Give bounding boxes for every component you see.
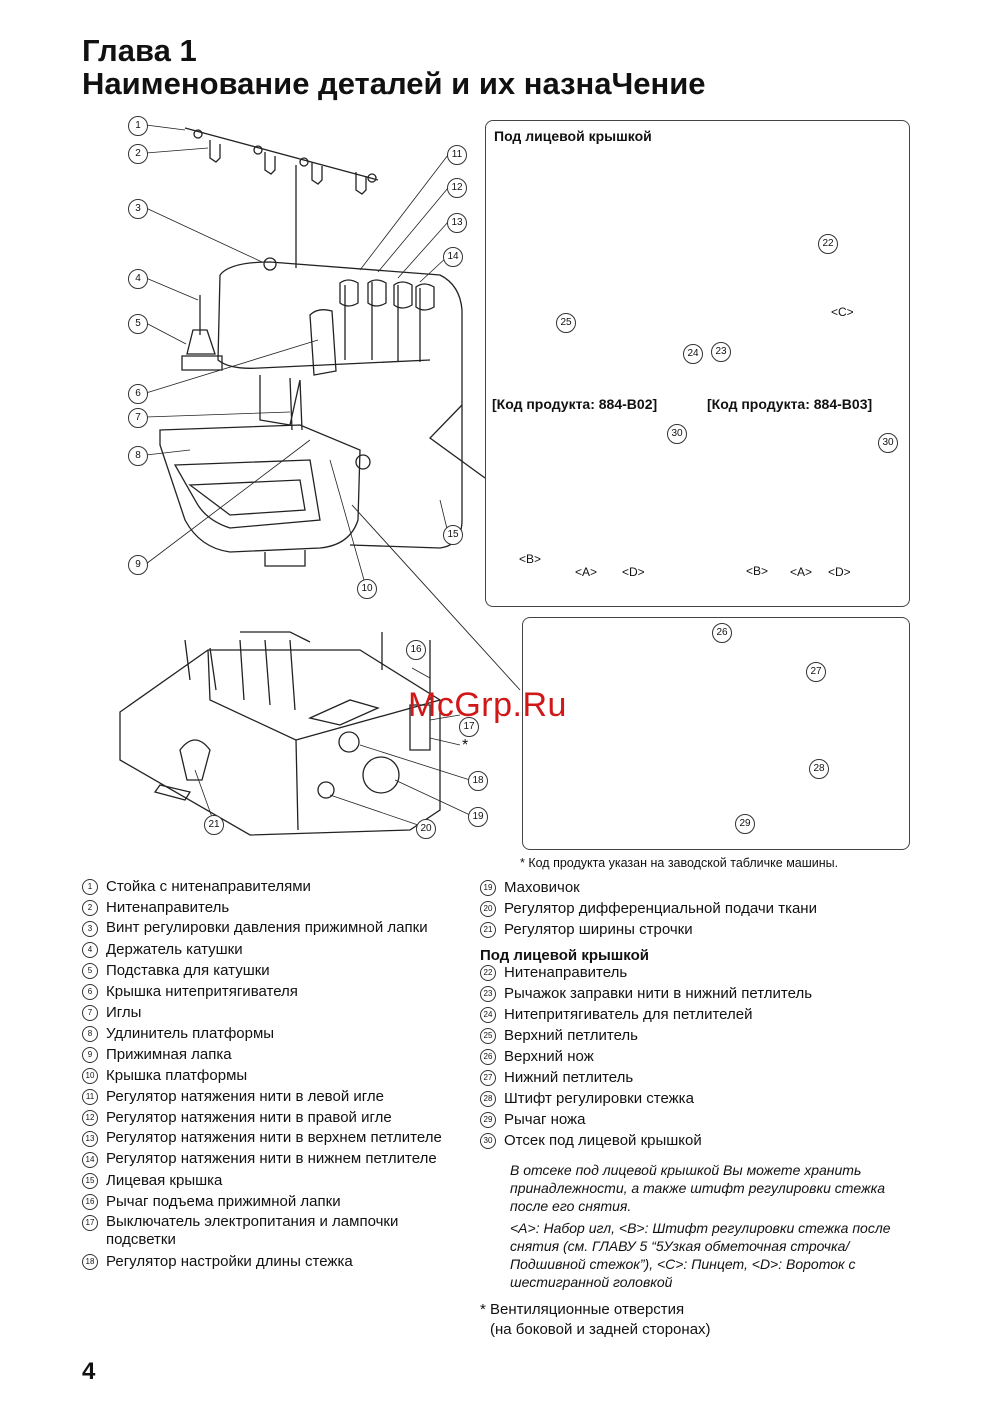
product-code-footnote: * Код продукта указан на заводской табли…	[520, 856, 839, 870]
under-cover-title: Под лицевой крышкой	[494, 128, 652, 144]
callout-17: 17	[459, 717, 479, 737]
product-code-b02: [Код продукта: 884-B02]	[492, 396, 658, 412]
accessories-legend-note: <A>: Набор игл, <B>: Штифт регулировки с…	[510, 1220, 891, 1290]
callout-27: 27	[806, 662, 826, 682]
label-c: <C>	[831, 305, 854, 319]
thread-stand-bar	[184, 127, 379, 181]
callout-7: 7	[128, 408, 148, 428]
under-cover-subheading: Под лицевой крышкой	[480, 947, 649, 964]
chapter-title: Глава 1 Наименование деталей и их назнаЧ…	[82, 34, 706, 100]
chapter-number: Глава 1	[82, 33, 197, 68]
callout-1: 1	[128, 116, 148, 136]
callout-16: 16	[406, 640, 426, 660]
callout-24: 24	[683, 344, 703, 364]
chapter-heading: Наименование деталей и их назнаЧение	[82, 66, 706, 101]
under-cover-panel	[485, 120, 910, 607]
callout-5: 5	[128, 314, 148, 334]
callout-2: 2	[128, 144, 148, 164]
label-a-b03: <A>	[790, 565, 813, 579]
callout-9: 9	[128, 555, 148, 575]
vent-note: * Вентиляционные отверстия (на боковой и…	[480, 1300, 711, 1340]
product-code-b03: [Код продукта: 884-B03]	[707, 396, 873, 412]
callout-12: 12	[447, 178, 467, 198]
callout-19: 19	[468, 807, 488, 827]
callout-20: 20	[416, 819, 436, 839]
callout-30-b02: 30	[667, 424, 687, 444]
callout-13: 13	[447, 213, 467, 233]
callout-6: 6	[128, 384, 148, 404]
vent-asterisk-marker: *	[462, 737, 469, 754]
label-b-b03: <B>	[746, 564, 769, 578]
callout-23: 23	[711, 342, 731, 362]
callout-15: 15	[443, 525, 463, 545]
callout-8: 8	[128, 446, 148, 466]
label-a-b02: <A>	[575, 565, 598, 579]
callout-11: 11	[447, 145, 467, 165]
label-d-b03: <D>	[828, 565, 851, 579]
vent-note-line2: (на боковой и задней сторонах)	[490, 1321, 711, 1338]
callout-18: 18	[468, 771, 488, 791]
callout-30-b03: 30	[878, 433, 898, 453]
callout-3: 3	[128, 199, 148, 219]
callout-22: 22	[818, 234, 838, 254]
label-d-b02: <D>	[622, 565, 645, 579]
callout-25: 25	[556, 313, 576, 333]
callout-4: 4	[128, 269, 148, 289]
vent-note-line1: * Вентиляционные отверстия	[480, 1301, 685, 1318]
callout-29: 29	[735, 814, 755, 834]
page-number: 4	[82, 1358, 96, 1385]
callout-26: 26	[712, 623, 732, 643]
callout-14: 14	[443, 247, 463, 267]
callout-10: 10	[357, 579, 377, 599]
callout-21: 21	[204, 815, 224, 835]
label-b-b02: <B>	[519, 552, 542, 566]
callout-28: 28	[809, 759, 829, 779]
watermark: McGrp.Ru	[408, 686, 567, 724]
storage-note: В отсеке под лицевой крышкой Вы можете х…	[510, 1162, 886, 1214]
cutter-panel	[522, 617, 910, 850]
